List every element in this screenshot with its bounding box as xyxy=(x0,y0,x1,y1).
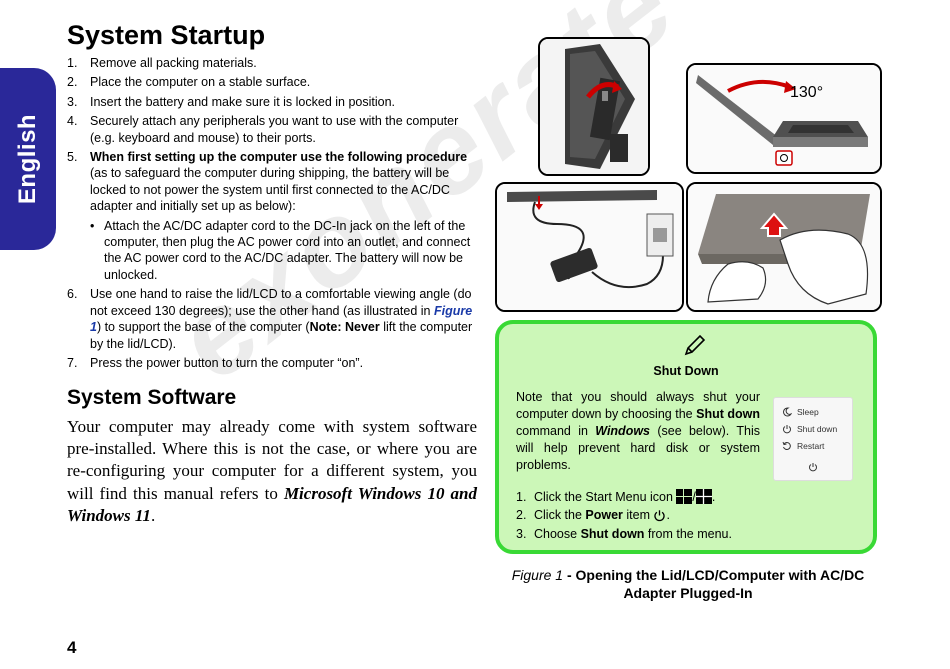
battery-insertion-illustration xyxy=(538,37,650,176)
lid-lifting-illustration xyxy=(686,182,882,312)
language-tab: English xyxy=(0,68,56,250)
step-item: 7.Press the power button to turn the com… xyxy=(67,355,364,370)
shutdown-step: 1.Click the Start Menu icon / . xyxy=(516,489,716,504)
moon-icon xyxy=(783,407,792,417)
startup-steps: 1.Remove all packing materials. 2.Place … xyxy=(67,55,477,374)
shutdown-steps: 1.Click the Start Menu icon / . 2.Click … xyxy=(516,488,866,543)
windows10-start-icon xyxy=(676,489,693,504)
menu-item-sleep: Sleep xyxy=(782,407,819,417)
step-item: 2.Place the computer on a stable surface… xyxy=(67,75,311,90)
figure-reference-link[interactable]: Figure 1 xyxy=(90,303,473,335)
lid-opening-illustration: 130° xyxy=(686,63,882,174)
shutdown-step: 2.Click the Power item . xyxy=(516,508,670,523)
shutdown-note-box: Shut Down Note that you should always sh… xyxy=(495,320,877,554)
note-body: Note that you should always shut your co… xyxy=(516,390,761,472)
software-paragraph: Your computer may already come with syst… xyxy=(67,417,477,525)
step-item: 4.Securely attach any peripherals you wa… xyxy=(67,114,459,145)
power-icon xyxy=(783,425,791,434)
power-icon xyxy=(654,510,666,522)
pen-icon xyxy=(684,334,706,356)
menu-item-shutdown: Shut down xyxy=(782,424,837,434)
restart-icon xyxy=(782,441,791,451)
shutdown-step: 3.Choose Shut down from the menu. xyxy=(516,526,732,541)
figure-caption: Figure 1 - Opening the Lid/LCD/Computer … xyxy=(511,567,865,601)
step-item: 3.Insert the battery and make sure it is… xyxy=(67,94,396,109)
step-sub-bullet: •Attach the AC/DC adapter cord to the DC… xyxy=(90,218,471,282)
page-number: 4 xyxy=(67,638,77,657)
power-icon xyxy=(809,463,817,472)
step-item: 1.Remove all packing materials. xyxy=(67,56,257,70)
language-tab-label: English xyxy=(14,113,41,205)
angle-label: 130° xyxy=(790,84,823,101)
page-title: System Startup xyxy=(67,20,266,50)
section-title: System Software xyxy=(67,386,237,409)
note-title: Shut Down xyxy=(653,364,719,378)
ac-adapter-illustration xyxy=(495,182,684,312)
windows11-start-icon xyxy=(695,489,712,504)
power-menu-screenshot: Sleep Shut down Restart xyxy=(773,397,853,481)
step-item: 5.When first setting up the computer use… xyxy=(67,149,477,283)
menu-item-restart: Restart xyxy=(782,441,824,451)
step-item: 6.Use one hand to raise the lid/LCD to a… xyxy=(67,287,473,351)
